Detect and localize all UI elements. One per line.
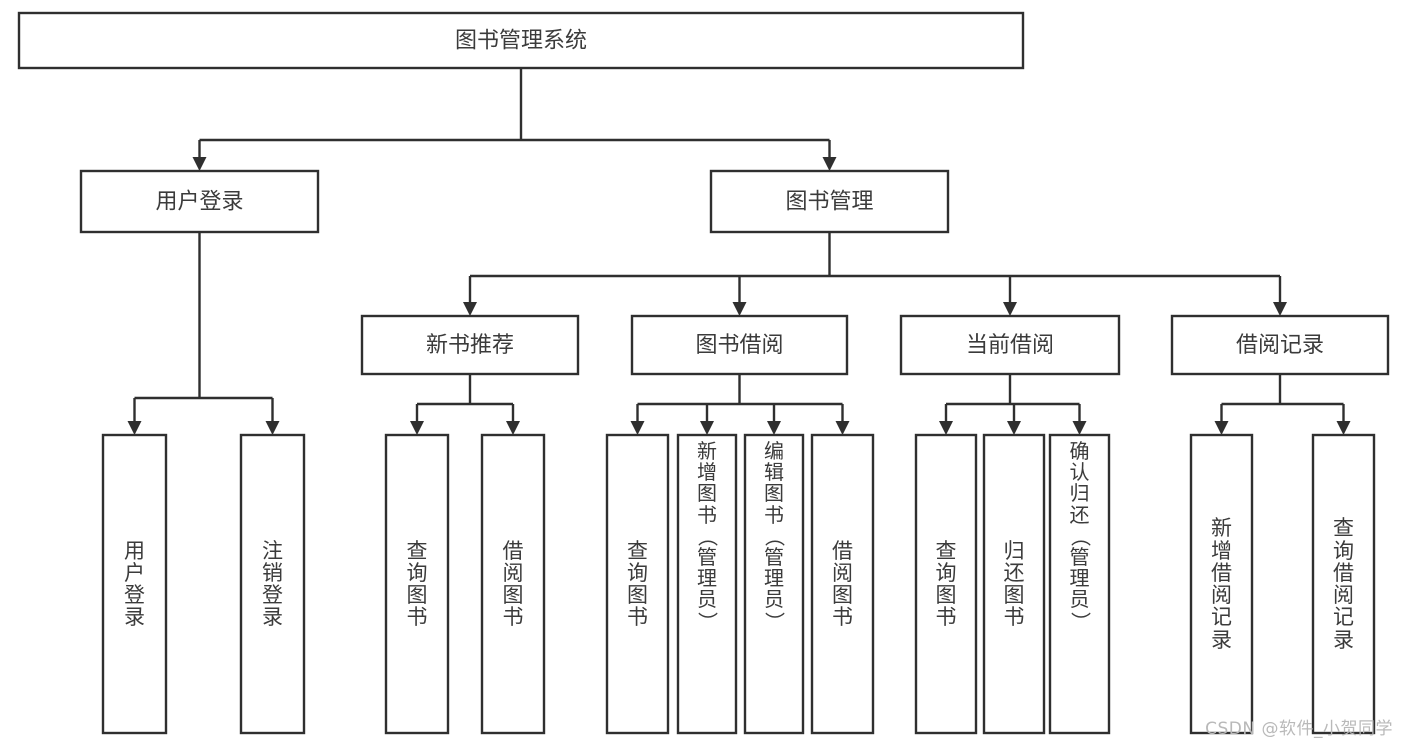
arrow-head-icon xyxy=(1214,421,1229,435)
node-label: 借阅记录 xyxy=(1236,333,1324,358)
node-level2-1[interactable] xyxy=(709,169,950,234)
arrow-head-icon xyxy=(410,421,424,435)
arrow-head-icon xyxy=(822,157,837,171)
node-label: 图书管理 xyxy=(785,190,873,215)
node-level3-0[interactable] xyxy=(360,314,580,376)
arrow-head-icon xyxy=(506,421,520,435)
node-leaf-11[interactable] xyxy=(1189,433,1254,735)
arrow-head-icon xyxy=(127,421,142,435)
csdn-watermark: CSDN @软件_小贺同学 xyxy=(1205,719,1393,739)
node-leaf-2[interactable] xyxy=(384,433,450,735)
node-level2-0[interactable] xyxy=(79,169,320,234)
arrow-head-icon xyxy=(835,421,850,435)
node-label: 图书管理系统 xyxy=(455,29,587,54)
node-level3-2[interactable] xyxy=(899,314,1121,376)
node-leaf-8[interactable] xyxy=(914,433,978,735)
node-label: 新书推荐 xyxy=(426,333,514,358)
edges-layer xyxy=(127,68,1351,435)
node-leaf-5[interactable] xyxy=(676,433,738,735)
node-leaf-12[interactable] xyxy=(1311,433,1376,735)
node-leaf-6[interactable] xyxy=(743,433,805,735)
arrow-head-icon xyxy=(1336,421,1351,435)
arrow-head-icon xyxy=(1072,421,1087,435)
arrow-head-icon xyxy=(767,421,781,435)
node-leaf-10[interactable] xyxy=(1048,433,1111,735)
node-root[interactable] xyxy=(17,11,1025,70)
node-leaf-0[interactable] xyxy=(101,433,168,735)
node-label: 图书借阅 xyxy=(695,333,783,358)
node-leaf-4[interactable] xyxy=(605,433,670,735)
node-label: 用户登录 xyxy=(155,190,243,215)
node-level3-3[interactable] xyxy=(1170,314,1390,376)
node-leaf-9[interactable] xyxy=(982,433,1046,735)
node-label: 当前借阅 xyxy=(966,333,1054,358)
arrow-head-icon xyxy=(732,302,747,316)
arrow-head-icon xyxy=(265,421,280,435)
arrow-head-icon xyxy=(700,421,714,435)
arrow-head-icon xyxy=(630,421,645,435)
node-leaf-3[interactable] xyxy=(480,433,546,735)
arrow-head-icon xyxy=(1273,302,1287,316)
arrow-head-icon xyxy=(939,421,953,435)
node-level3-1[interactable] xyxy=(630,314,849,376)
node-leaf-1[interactable] xyxy=(239,433,306,735)
arrow-head-icon xyxy=(1007,421,1021,435)
arrow-head-icon xyxy=(192,157,207,171)
node-leaf-7[interactable] xyxy=(810,433,875,735)
arrow-head-icon xyxy=(1003,302,1017,316)
arrow-head-icon xyxy=(463,302,477,316)
